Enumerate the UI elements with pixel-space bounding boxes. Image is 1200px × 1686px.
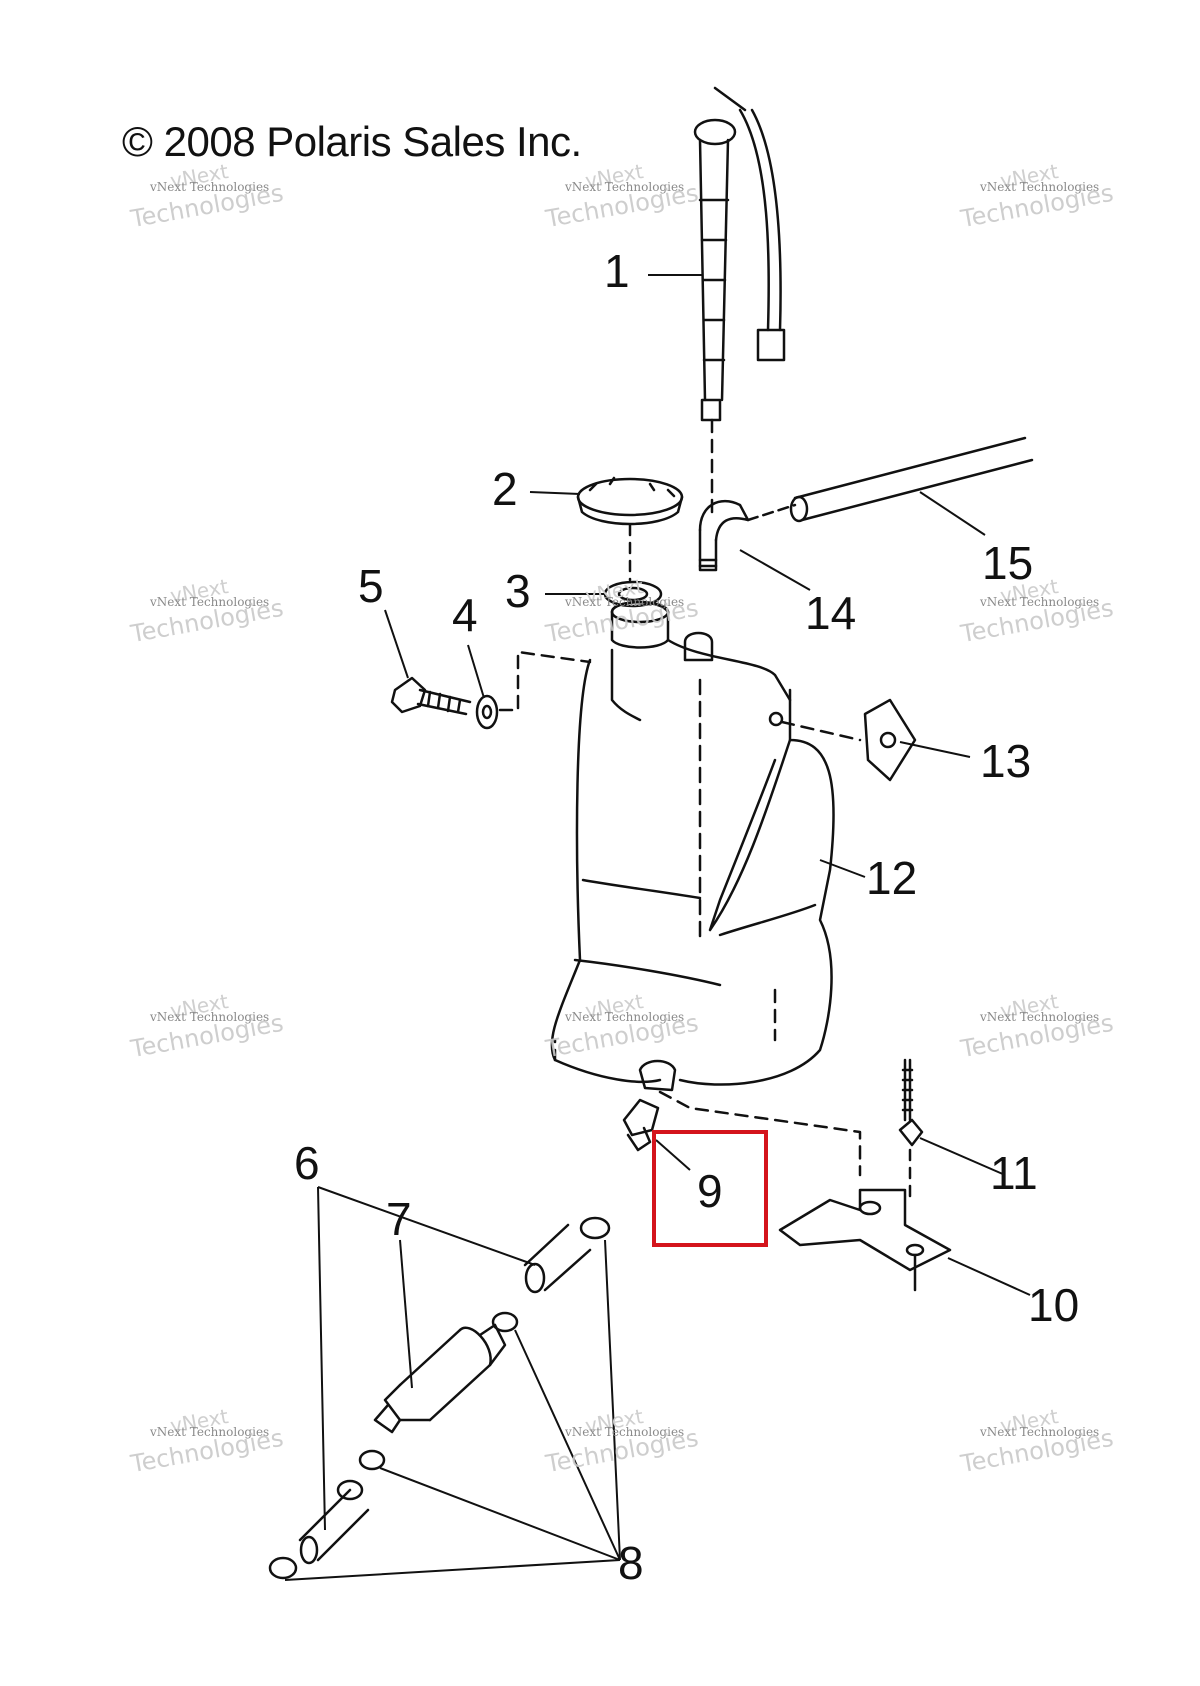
leader-15 [919,491,986,536]
copyright-notice: © 2008 Polaris Sales Inc. [122,118,582,165]
part-5-bolt [390,676,472,716]
part-14-elbow [698,499,750,572]
leader-2 [529,491,581,495]
callout-10[interactable]: 10 [1028,1279,1080,1331]
part-4-washer [475,694,499,730]
leader-6 [317,1186,536,1531]
part-12-tank [550,600,835,1086]
leader-14 [739,549,811,591]
leader-8 [284,1239,621,1581]
callout-1[interactable]: 1 [604,245,630,297]
callout-9[interactable]: 9 [697,1165,723,1217]
callout-8[interactable]: 8 [618,1537,644,1589]
leader-12 [819,859,866,878]
callout-4[interactable]: 4 [452,589,478,641]
leader-13 [899,741,971,758]
part-8-clamps [268,1216,611,1580]
leader-11 [919,1137,1006,1176]
part-15-hose [746,436,1034,523]
part-1-sender-rod [693,86,786,422]
leader-10 [947,1257,1031,1296]
part-11-stud [898,1058,924,1202]
part-10-bracket [778,1188,952,1292]
highlight-box-part-9 [652,1130,768,1247]
part-9-fitting [622,1059,862,1177]
leader-5 [384,609,409,679]
callout-5[interactable]: 5 [358,560,384,612]
leader-7 [399,1239,413,1389]
callout-15[interactable]: 15 [982,537,1034,589]
leader-4 [467,644,485,699]
callout-7[interactable]: 7 [386,1193,412,1245]
callout-14[interactable]: 14 [805,587,857,639]
part-13-clip [780,698,917,782]
callout-3[interactable]: 3 [505,565,531,617]
part-7-filter [373,1323,507,1434]
part-2-cap [576,476,684,526]
callout-13[interactable]: 13 [980,735,1032,787]
callout-2[interactable]: 2 [492,463,518,515]
callout-12[interactable]: 12 [866,852,918,904]
leader-9 [655,1139,691,1171]
part-6-hoses [298,1223,592,1565]
callout-11[interactable]: 11 [990,1147,1038,1199]
callout-6[interactable]: 6 [294,1137,320,1189]
